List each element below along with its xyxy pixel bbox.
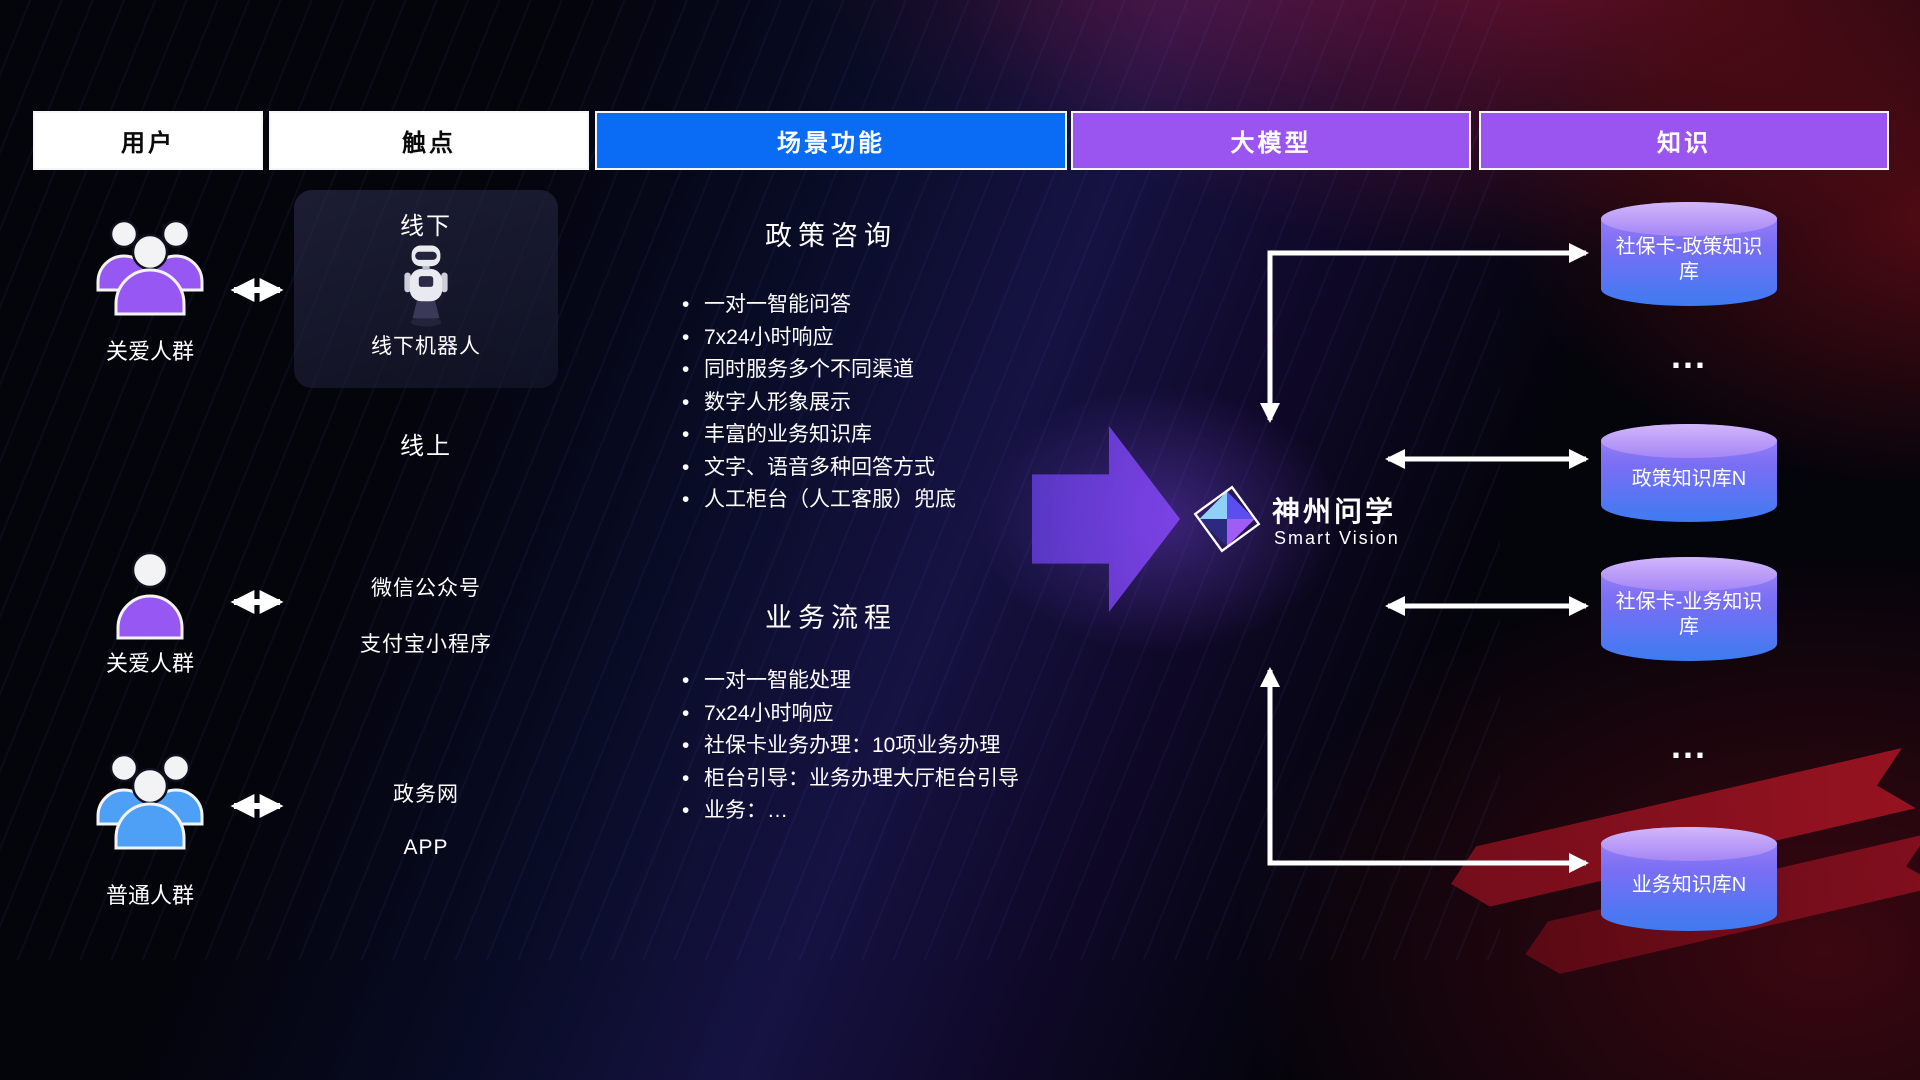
user-group-label: 普通人群 [105,883,194,908]
user-group-label: 关爱人群 [105,651,194,676]
knowledge-db-business-n: 业务知识库N [1601,827,1777,931]
channel-alipay: 支付宝小程序 [360,633,492,656]
channel-wechat: 微信公众号 [371,577,481,600]
db-label: 社保卡-业务知识库 [1615,591,1763,638]
elbow-arrow-db1 [1260,243,1589,423]
business-feature-list: 一对一智能处理 7x24小时响应 社保卡业务办理：10项业务办理 柜台引导：业务… [680,665,1019,828]
database-cylinder-icon [1601,827,1777,861]
list-item: 文字、语音多种回答方式 [680,452,956,485]
list-item: 数字人形象展示 [680,387,956,420]
header-cell-llm: 大模型 [1071,111,1471,170]
online-title: 线上 [400,433,452,460]
knowledge-db-policy-ssc: 社保卡-政策知识库 [1601,202,1777,306]
knowledge-db-business-ssc: 社保卡-业务知识库 [1601,557,1777,661]
person-icon [116,551,184,640]
database-cylinder-icon [1601,557,1777,591]
robot-icon [404,245,448,327]
channel-app: APP [403,836,449,859]
diamond-logo-icon [1193,485,1261,553]
channel-gov-web: 政务网 [393,783,459,806]
scenario-title-business: 业务流程 [765,603,897,633]
header-cell-users: 用户 [33,111,263,170]
list-item: 7x24小时响应 [680,322,956,355]
list-item: 业务：… [680,795,1019,828]
database-cylinder-icon [1601,424,1777,458]
list-item: 丰富的业务知识库 [680,419,956,452]
offline-title: 线下 [400,213,452,240]
user-group-label: 关爱人群 [105,339,194,364]
header-cell-touchpoints: 触点 [269,111,589,170]
policy-feature-list: 一对一智能问答 7x24小时响应 同时服务多个不同渠道 数字人形象展示 丰富的业… [680,289,956,517]
db-label: 业务知识库N [1631,873,1747,896]
list-item: 7x24小时响应 [680,698,1019,731]
list-item: 人工柜台（人工客服）兜底 [680,484,956,517]
ellipsis-more-dbs: ... [1670,725,1707,766]
flow-arrow [1032,426,1180,612]
list-item: 一对一智能处理 [680,665,1019,698]
ellipsis-more-dbs: ... [1670,335,1707,376]
list-item: 同时服务多个不同渠道 [680,354,956,387]
db-label: 社保卡-政策知识库 [1615,236,1763,283]
offline-robot-label: 线下机器人 [371,335,481,358]
list-item: 一对一智能问答 [680,289,956,322]
knowledge-db-policy-n: 政策知识库N [1601,424,1777,522]
database-cylinder-icon [1601,202,1777,236]
elbow-arrow-db4 [1260,667,1589,873]
db-label: 政策知识库N [1631,467,1747,490]
model-subtitle: Smart Vision [1274,528,1400,548]
list-item: 社保卡业务办理：10项业务办理 [680,730,1019,763]
scenario-title-policy: 政策咨询 [765,221,897,251]
people-group-icon [96,219,204,316]
model-name: 神州问学 [1272,496,1397,527]
header-cell-scenarios: 场景功能 [595,111,1067,170]
people-group-icon [96,753,204,850]
list-item: 柜台引导：业务办理大厅柜台引导 [680,763,1019,796]
header-cell-knowledge: 知识 [1479,111,1889,170]
